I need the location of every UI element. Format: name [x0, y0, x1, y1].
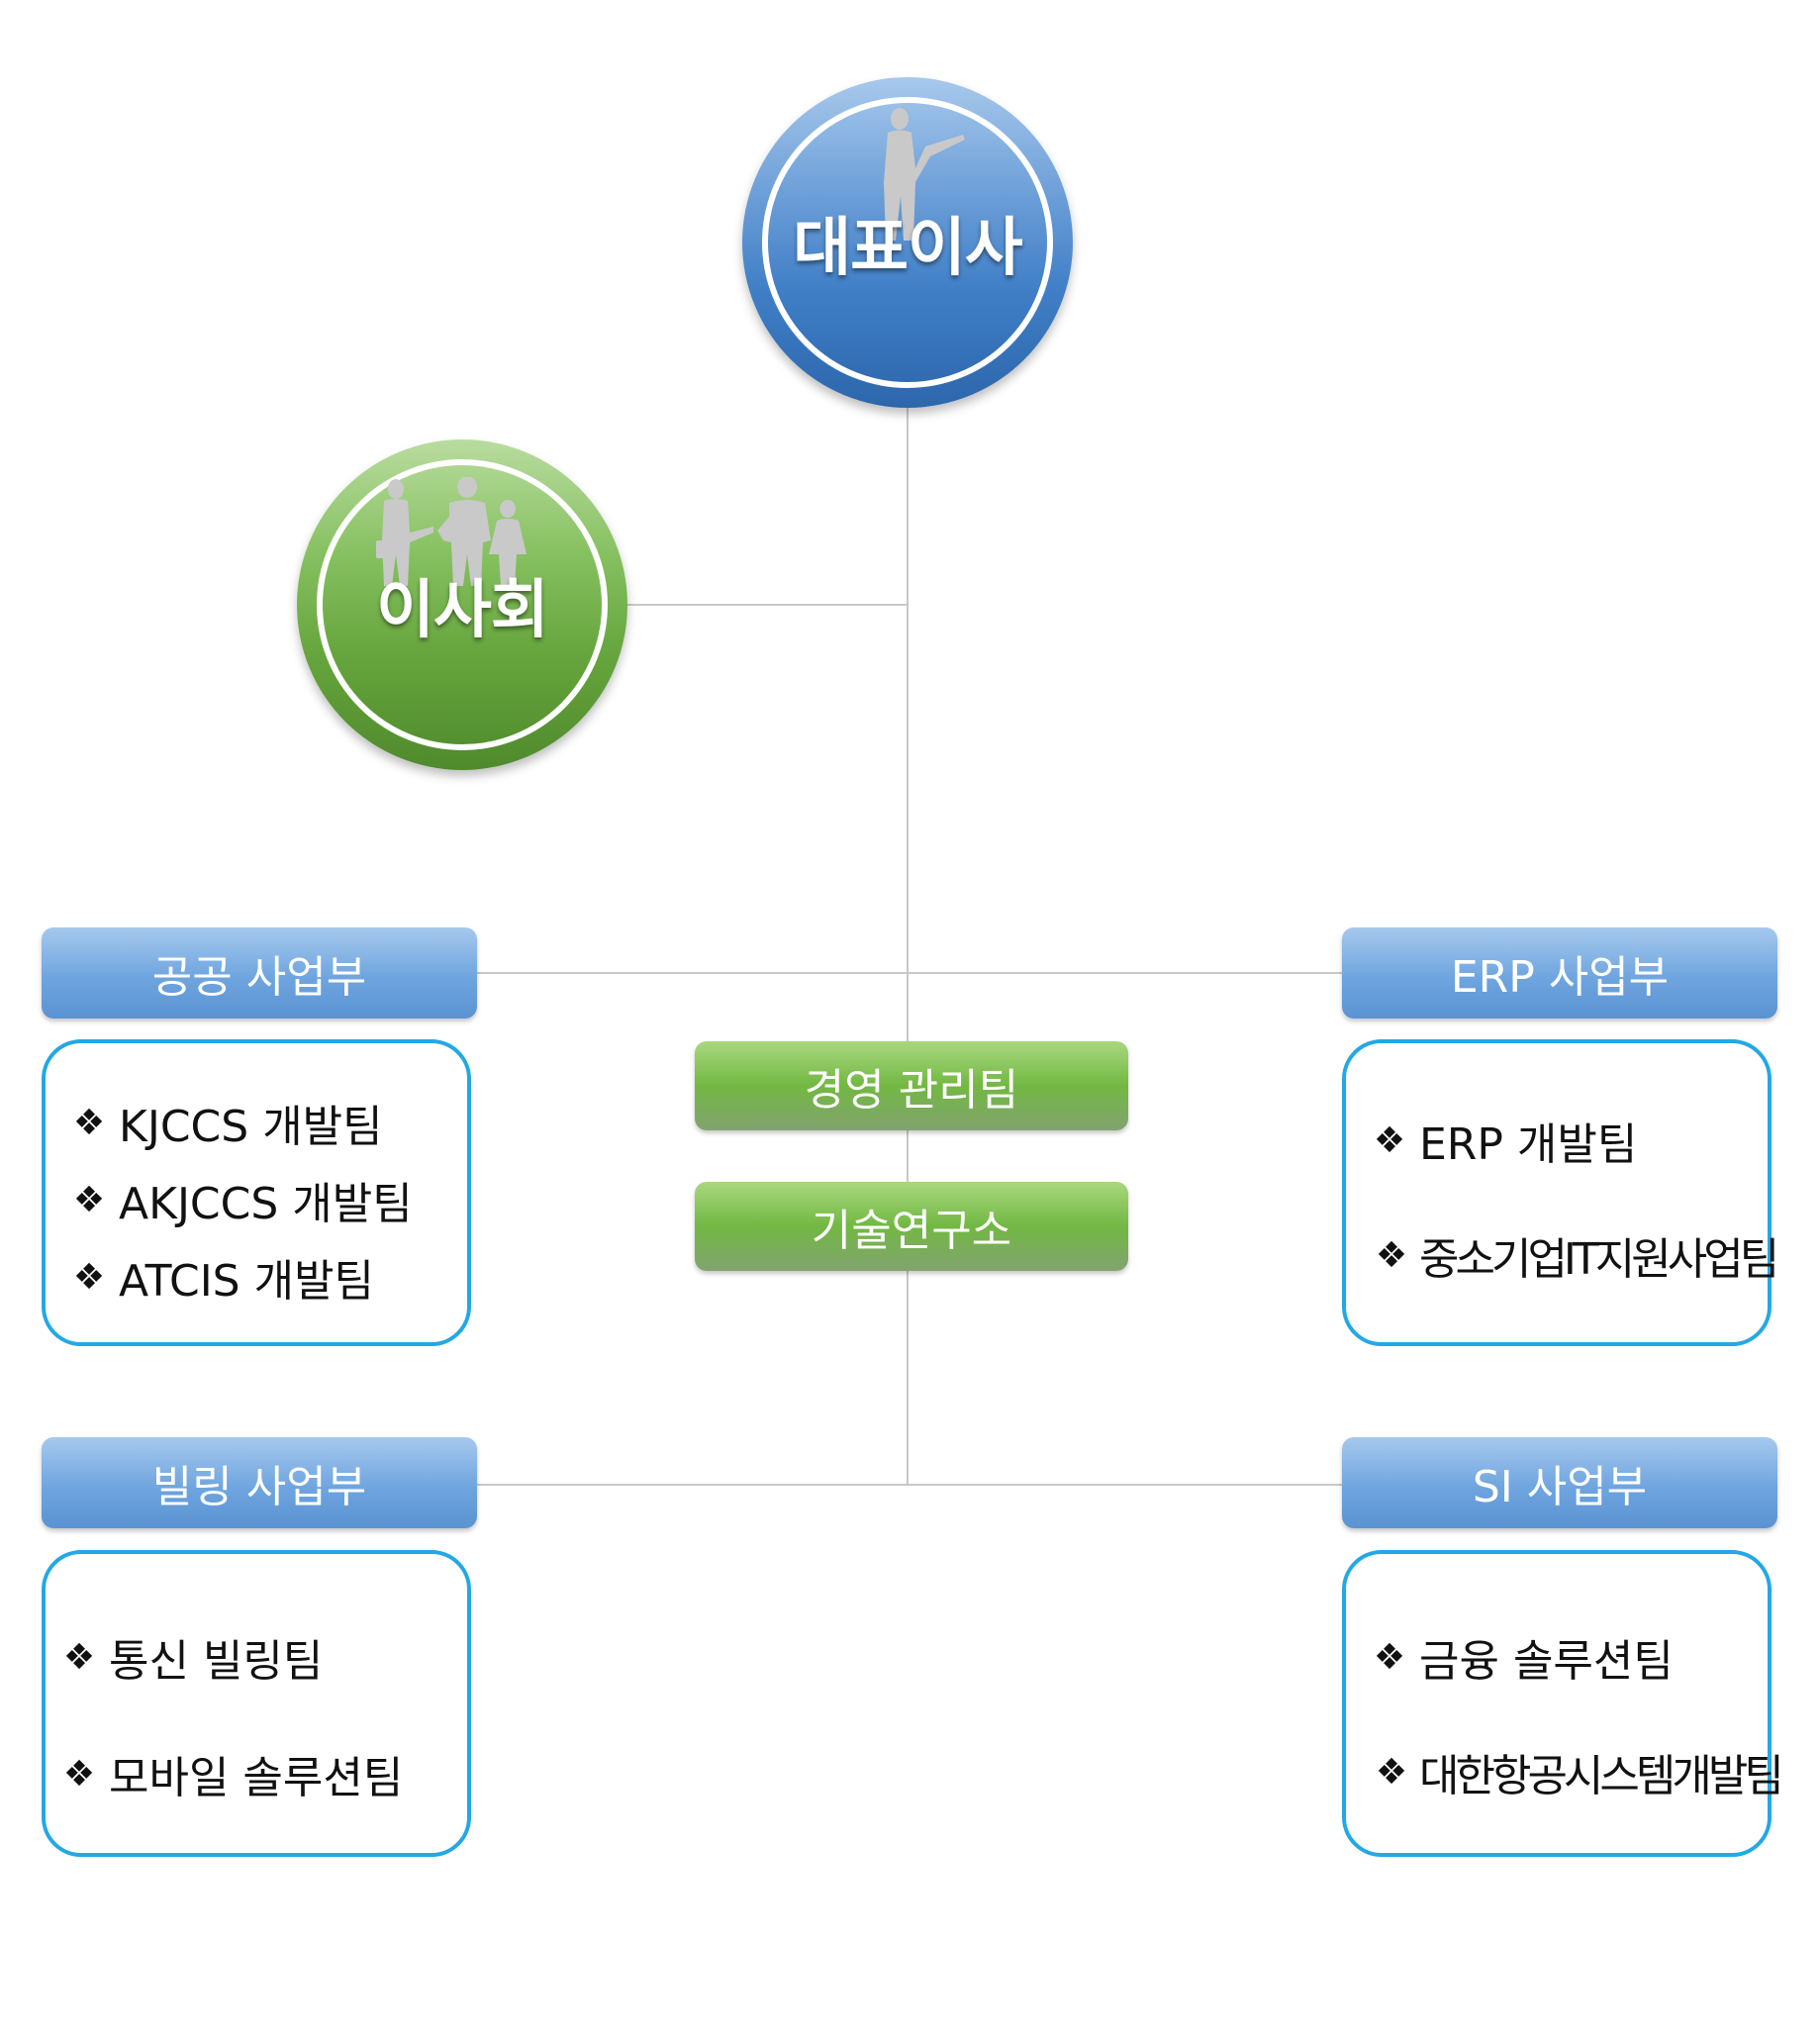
- division-header-si: SI 사업부: [1342, 1437, 1777, 1528]
- team-box-billing: ❖ 통신 빌링팀 ❖ 모바일 솔루션팀: [42, 1550, 471, 1857]
- ceo-node: 대표이사: [742, 77, 1073, 408]
- team-name: 금융 솔루션팀: [1419, 1636, 1674, 1687]
- team-item: ❖ 대한항공시스템개발팀: [1360, 1740, 1784, 1803]
- diamond-bullet-icon: ❖: [1375, 1234, 1407, 1276]
- team-name: 통신 빌링팀: [109, 1636, 324, 1687]
- division-header-billing: 빌링 사업부: [42, 1437, 477, 1528]
- presenter-silhouette-icon: [884, 108, 965, 241]
- team-item: ❖ KJCCS 개발팀: [59, 1091, 383, 1154]
- team-name: KJCCS 개발팀: [119, 1102, 383, 1152]
- team-item: ❖ 모바일 솔루션팀: [49, 1742, 404, 1805]
- team-box-public: ❖ KJCCS 개발팀 ❖ AKJCCS 개발팀 ❖ ATCIS 개발팀: [42, 1039, 471, 1346]
- research-lab-label: 기술연구소: [811, 1206, 1012, 1256]
- team-item: ❖ 통신 빌링팀: [49, 1625, 324, 1689]
- people-silhouette-icon: [376, 477, 527, 586]
- diamond-bullet-icon: ❖: [62, 1636, 96, 1678]
- ceo-ring: [762, 97, 1053, 388]
- team-item: ❖ AKJCCS 개발팀: [59, 1168, 413, 1231]
- board-ring: [317, 459, 608, 750]
- division-header-public: 공공 사업부: [42, 927, 477, 1019]
- team-box-si: ❖ 금융 솔루션팀 ❖ 대한항공시스템개발팀: [1342, 1550, 1784, 1857]
- diamond-bullet-icon: ❖: [72, 1102, 106, 1143]
- team-name: 대한항공시스템개발팀: [1419, 1751, 1784, 1801]
- team-item: ❖ ERP 개발팀: [1360, 1109, 1637, 1172]
- team-item: ❖ 금융 솔루션팀: [1360, 1625, 1674, 1689]
- board-node: 이사회: [297, 439, 627, 770]
- team-name: 중소기업IT지원사업팀: [1419, 1234, 1779, 1285]
- diamond-bullet-icon: ❖: [1375, 1751, 1407, 1793]
- team-name: ERP 개발팀: [1419, 1119, 1638, 1170]
- research-lab-box: 기술연구소: [695, 1182, 1128, 1271]
- board-label: 이사회: [376, 574, 549, 647]
- diamond-bullet-icon: ❖: [1373, 1119, 1406, 1161]
- ceo-label: 대표이사: [793, 212, 1023, 285]
- division-name: 빌링 사업부: [151, 1462, 367, 1512]
- team-item: ❖ 중소기업IT지원사업팀: [1360, 1223, 1779, 1287]
- management-team-label: 경영 관리팀: [804, 1065, 1019, 1116]
- diamond-bullet-icon: ❖: [62, 1753, 96, 1795]
- diamond-bullet-icon: ❖: [1373, 1636, 1406, 1678]
- diamond-bullet-icon: ❖: [72, 1179, 106, 1220]
- team-box-erp: ❖ ERP 개발팀 ❖ 중소기업IT지원사업팀: [1342, 1039, 1779, 1346]
- management-team-box: 경영 관리팀: [695, 1041, 1128, 1130]
- team-name: AKJCCS 개발팀: [119, 1179, 413, 1229]
- team-name: 모바일 솔루션팀: [109, 1753, 404, 1803]
- division-name: ERP 사업부: [1450, 952, 1670, 1003]
- team-name: ATCIS 개발팀: [119, 1256, 375, 1307]
- division-header-erp: ERP 사업부: [1342, 927, 1777, 1019]
- diamond-bullet-icon: ❖: [72, 1256, 106, 1298]
- team-item: ❖ ATCIS 개발팀: [59, 1245, 374, 1309]
- division-name: SI 사업부: [1472, 1462, 1648, 1512]
- division-name: 공공 사업부: [151, 952, 367, 1003]
